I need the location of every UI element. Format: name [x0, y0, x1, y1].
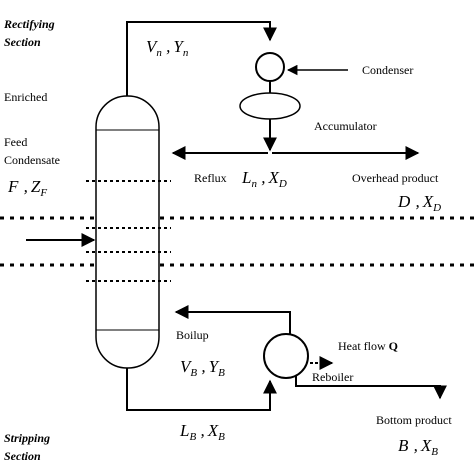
accumulator-label: Accumulator	[314, 119, 377, 133]
reboiler-vessel	[263, 333, 309, 379]
bottoms-liquid-line	[126, 368, 277, 411]
condensate-label: Condensate	[4, 153, 60, 167]
stripping-section-label-2: Section	[4, 449, 41, 463]
rectifying-section-label-2: Section	[4, 35, 41, 49]
boilup-return-line	[174, 305, 291, 338]
liquid-bottom-expression: LB ,XB	[179, 421, 225, 443]
condenser-vessel	[255, 52, 285, 82]
bottom-product-arrow	[295, 376, 447, 400]
enriched-label: Enriched	[4, 90, 47, 104]
rectifying-section-label: Rectifying	[3, 17, 55, 31]
reflux-expression: Ln ,XD	[241, 168, 287, 190]
bottom-product-label: Bottom product	[376, 413, 452, 427]
feed-expression: F ,ZF	[7, 177, 47, 199]
feed-label: Feed	[4, 135, 27, 149]
distillate-expression: D ,XD	[397, 192, 441, 214]
stripping-section-label: Stripping	[4, 431, 50, 445]
bottoms-expression: B ,XB	[398, 436, 438, 458]
accumulator-vessel	[239, 92, 301, 120]
reboiler-label: Reboiler	[312, 370, 353, 384]
vapor-overhead-line	[126, 21, 277, 96]
condenser-label: Condenser	[362, 63, 413, 77]
vapor-top-expression: Vn ,Yn	[146, 37, 189, 59]
reflux-label: Reflux	[194, 171, 227, 185]
boilup-expression: VB ,YB	[180, 357, 225, 379]
distillation-column	[95, 95, 160, 369]
boilup-label: Boilup	[176, 328, 209, 342]
heat-flow-label: Heat flow Q	[338, 339, 398, 353]
overhead-product-label: Overhead product	[352, 171, 439, 185]
